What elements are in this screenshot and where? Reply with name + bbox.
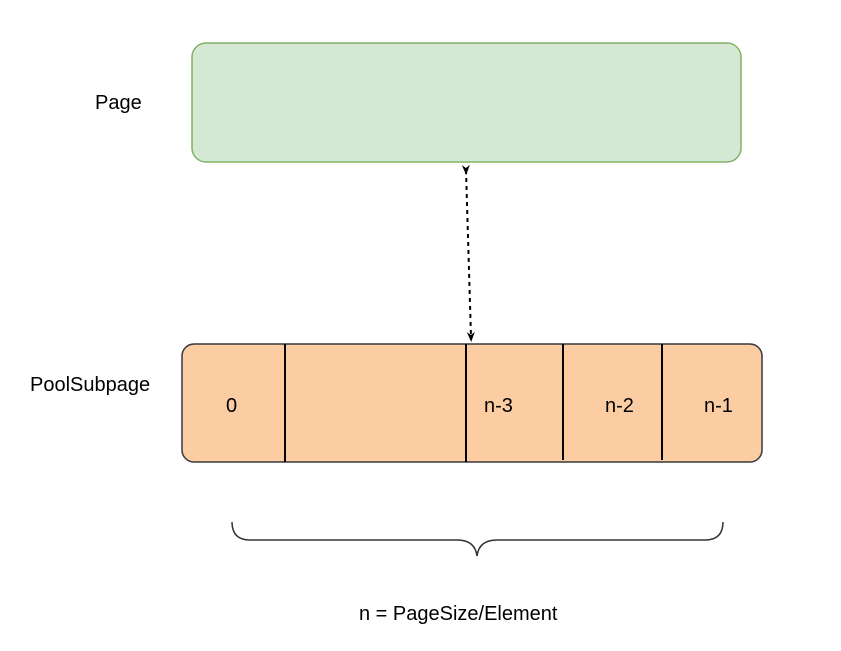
pool-subpage-label: PoolSubpage bbox=[30, 374, 151, 396]
cell-label-n-1: n-1 bbox=[704, 395, 733, 417]
formula-label: n = PageSize/Element bbox=[359, 603, 558, 625]
pool-subpage-box bbox=[181, 343, 763, 463]
cell-label-n-3: n-3 bbox=[484, 395, 513, 417]
curly-brace bbox=[231, 521, 724, 557]
cell-label-0: 0 bbox=[226, 395, 238, 417]
cell-label-n-2: n-2 bbox=[605, 395, 634, 417]
page-label: Page bbox=[95, 92, 142, 114]
bidirectional-arrow bbox=[461, 164, 475, 342]
page-box bbox=[191, 42, 742, 163]
